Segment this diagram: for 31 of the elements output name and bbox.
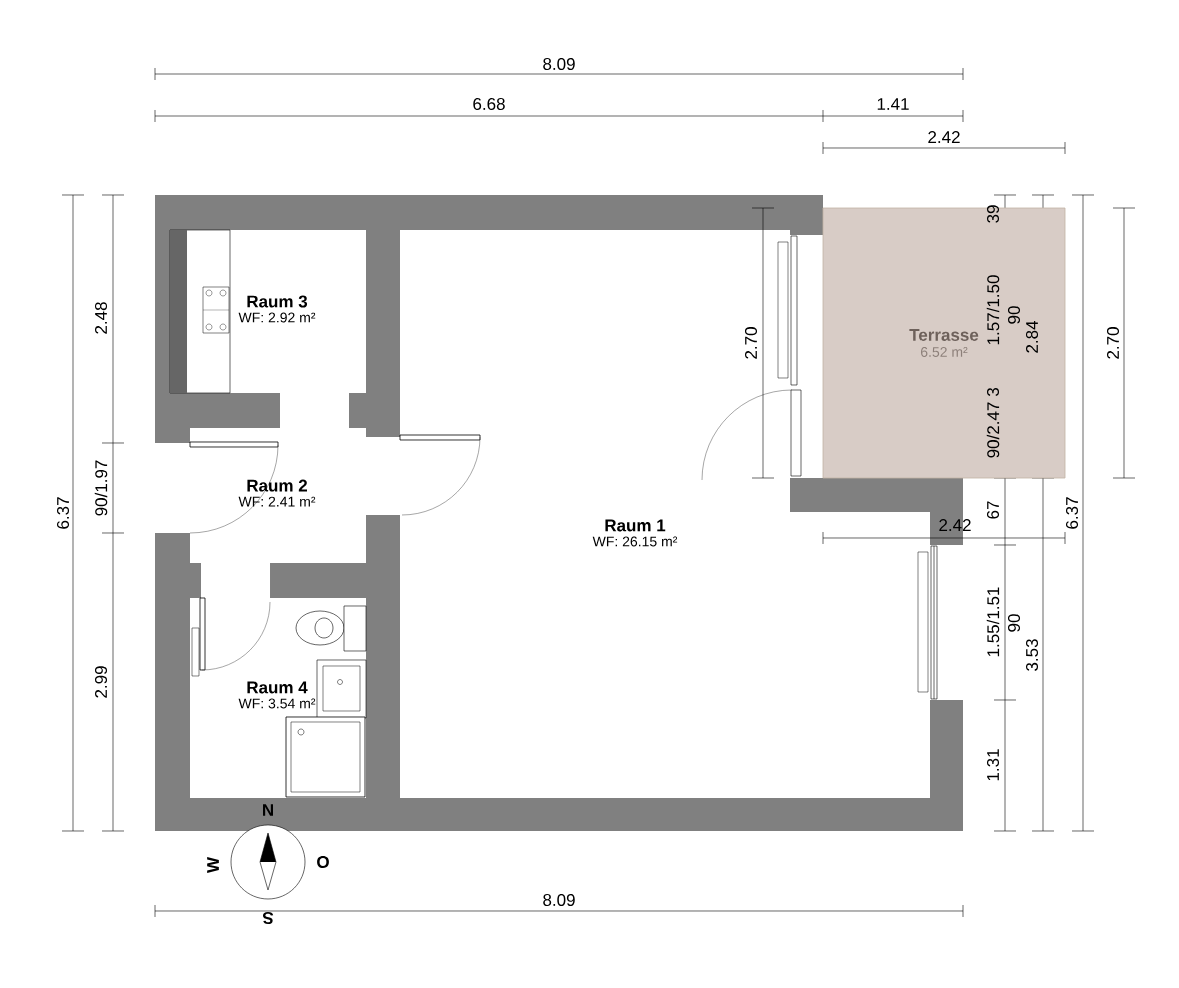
dimension-label: 2.42 (928, 131, 960, 143)
dimension-label: 6.68 (473, 98, 505, 111)
dimension-label: 2.84 (1026, 320, 1039, 353)
dimension-label: 2.70 (745, 327, 758, 359)
dimension-label: 2.48 (95, 302, 108, 334)
compass-letter: O (317, 856, 329, 868)
dimension-label: 2.99 (95, 666, 108, 698)
dimension-label: 6.37 (57, 497, 70, 529)
dimension-label: 67 (987, 501, 1000, 519)
dimension-label: 39 (987, 205, 1000, 223)
room-label: Raum 2 WF: 2.41 m² (238, 479, 316, 507)
dimension-label: 2.70 (1107, 327, 1120, 359)
dimension-label: 90 (1008, 614, 1021, 632)
dimension-label: 1.31 (987, 749, 1000, 781)
dimension-label: 3 (987, 388, 1000, 397)
dimension-label: 3.53 (1026, 639, 1039, 671)
dimension-label: 90 (1008, 306, 1021, 324)
dimension-label: 6.37 (1066, 497, 1079, 529)
room-label: Raum 3 WF: 2.92 m² (238, 295, 316, 323)
dimension-label: 90/2.47 (986, 402, 1000, 458)
dimension-label: 1.55/1.51 (986, 587, 1000, 657)
dimension-label: 90/1.97 (94, 460, 108, 516)
room-label: Raum 1 WF: 26.15 m² (592, 519, 678, 547)
dimension-label: 1.41 (877, 98, 909, 110)
dimension-label: 1.57/1.50 (986, 275, 1000, 345)
compass-letter: N (263, 804, 273, 816)
room-label: Raum 4 WF: 3.54 m² (238, 681, 316, 709)
compass-letter: W (207, 857, 219, 873)
compass-letter: S (263, 911, 274, 924)
dimension-label: 8.09 (543, 58, 575, 71)
dimension-label: 8.09 (543, 894, 575, 906)
